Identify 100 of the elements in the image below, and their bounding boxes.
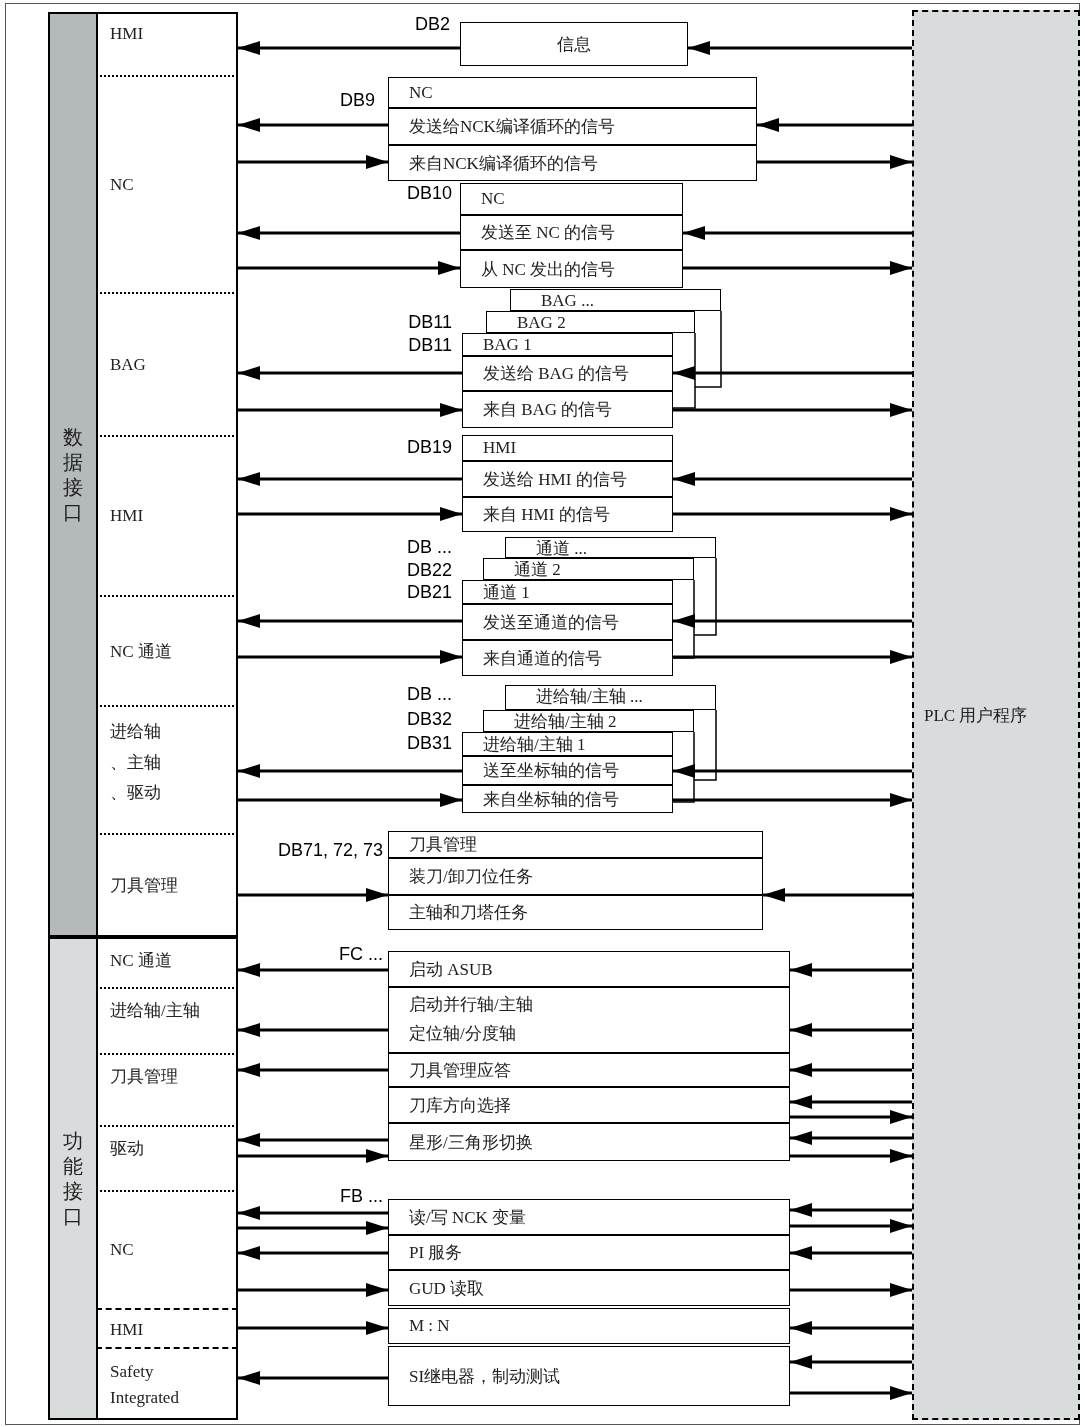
signal-box bbox=[462, 732, 673, 756]
signal-box bbox=[388, 1123, 790, 1161]
block-label: DB19 bbox=[406, 437, 452, 458]
block-label: FB ... bbox=[340, 1186, 383, 1207]
signal-box bbox=[462, 333, 673, 356]
stacked-card bbox=[483, 558, 694, 580]
node-label: 刀具管理 bbox=[110, 874, 178, 897]
signal-box bbox=[388, 1087, 790, 1123]
arrow bbox=[673, 403, 912, 417]
arrow bbox=[673, 764, 912, 778]
arrow bbox=[790, 1023, 912, 1037]
arrow bbox=[238, 366, 462, 380]
node-label: NC bbox=[110, 1240, 134, 1260]
arrow bbox=[790, 1283, 912, 1297]
arrow bbox=[238, 1321, 388, 1335]
signal-box bbox=[388, 77, 757, 108]
signal-box bbox=[462, 640, 673, 676]
node-label: 发送给NCK编译循环的信号 bbox=[409, 116, 615, 138]
node-label: 刀库方向选择 bbox=[409, 1094, 511, 1117]
block-label: DB31 bbox=[406, 733, 452, 754]
node-label: 送至坐标轴的信号 bbox=[483, 760, 619, 782]
node-label: 星形/三角形切换 bbox=[409, 1131, 533, 1154]
arrow bbox=[238, 1221, 388, 1235]
arrow bbox=[673, 366, 912, 380]
signal-box bbox=[462, 461, 673, 497]
signal-box bbox=[388, 1199, 790, 1235]
arrow bbox=[790, 1386, 912, 1400]
arrow bbox=[688, 41, 912, 55]
signal-box bbox=[462, 756, 673, 785]
arrow bbox=[238, 1283, 388, 1297]
arrow bbox=[238, 118, 388, 132]
band-label: 数据接口 bbox=[62, 424, 84, 525]
block-label: DB ... bbox=[407, 537, 452, 558]
node-label: SI继电器，制动测试 bbox=[409, 1365, 561, 1388]
signal-box bbox=[388, 1346, 790, 1406]
arrow bbox=[790, 1131, 912, 1145]
signal-box bbox=[388, 987, 790, 1053]
signal-box bbox=[460, 183, 683, 215]
stacked-card bbox=[510, 289, 721, 311]
arrow bbox=[790, 1110, 912, 1124]
signal-box bbox=[388, 1270, 790, 1306]
signal-box bbox=[462, 580, 673, 604]
signal-box bbox=[388, 831, 763, 858]
signal-box bbox=[462, 391, 673, 428]
node-label: BAG ... bbox=[541, 291, 594, 310]
arrow bbox=[790, 1063, 912, 1077]
node-label: 刀具管理 bbox=[409, 834, 477, 856]
arrow bbox=[238, 793, 462, 807]
signal-box bbox=[462, 435, 673, 461]
arrow bbox=[790, 1321, 912, 1335]
node-label: 进给轴、主轴、驱动 bbox=[110, 721, 162, 805]
interface-band bbox=[48, 937, 98, 1420]
arrow bbox=[238, 261, 460, 275]
block-label: DB2 bbox=[415, 14, 450, 35]
arrow bbox=[238, 1023, 388, 1037]
stacked-card bbox=[483, 710, 694, 732]
section-cell bbox=[96, 1347, 238, 1420]
block-label: DB71, 72, 73 bbox=[277, 840, 383, 861]
arrow bbox=[238, 472, 462, 486]
arrow bbox=[790, 1246, 912, 1260]
node-label: 通道 ... bbox=[536, 539, 587, 558]
block-label: FC ... bbox=[339, 944, 383, 965]
node-label: 来自坐标轴的信号 bbox=[483, 788, 619, 811]
band-label: 功能接口 bbox=[62, 1128, 84, 1229]
signal-box bbox=[388, 1308, 790, 1344]
stacked-card bbox=[505, 537, 716, 558]
node-label: BAG 2 bbox=[517, 313, 566, 332]
signal-box bbox=[462, 497, 673, 532]
arrow bbox=[238, 963, 388, 977]
node-label: HMI bbox=[483, 438, 517, 458]
block-label: DB22 bbox=[406, 560, 452, 581]
node-label: 发送给 BAG 的信号 bbox=[483, 363, 630, 385]
stacked-card bbox=[505, 685, 716, 710]
arrow bbox=[790, 1219, 912, 1233]
node-label: 来自NCK编译循环的信号 bbox=[409, 152, 598, 175]
signal-box bbox=[462, 785, 673, 813]
arrow bbox=[238, 41, 460, 55]
section-cell bbox=[96, 833, 238, 937]
node-label: HMI bbox=[110, 24, 144, 43]
node-label: NC 通道 bbox=[110, 951, 172, 970]
node-label: 从 NC 发出的信号 bbox=[481, 258, 616, 281]
arrow bbox=[673, 507, 912, 521]
node-label: 发送给 HMI 的信号 bbox=[483, 468, 627, 491]
block-label: DB11 bbox=[408, 312, 452, 333]
arrow bbox=[238, 403, 462, 417]
node-label: BAG 1 bbox=[483, 334, 532, 355]
arrow bbox=[673, 472, 912, 486]
node-label: NC bbox=[110, 174, 134, 195]
arrow bbox=[238, 1063, 388, 1077]
block-label: DB32 bbox=[406, 709, 452, 730]
arrow bbox=[238, 650, 462, 664]
node-label: 来自 BAG 的信号 bbox=[483, 399, 613, 421]
arrow bbox=[238, 507, 462, 521]
interface-band bbox=[48, 12, 98, 937]
node-label: HMI bbox=[110, 506, 144, 526]
signal-box bbox=[388, 858, 763, 895]
node-label: 通道 1 bbox=[483, 581, 530, 604]
block-label: DB9 bbox=[340, 90, 375, 111]
node-label: 进给轴/主轴 bbox=[110, 1001, 200, 1020]
signal-box bbox=[388, 951, 790, 987]
